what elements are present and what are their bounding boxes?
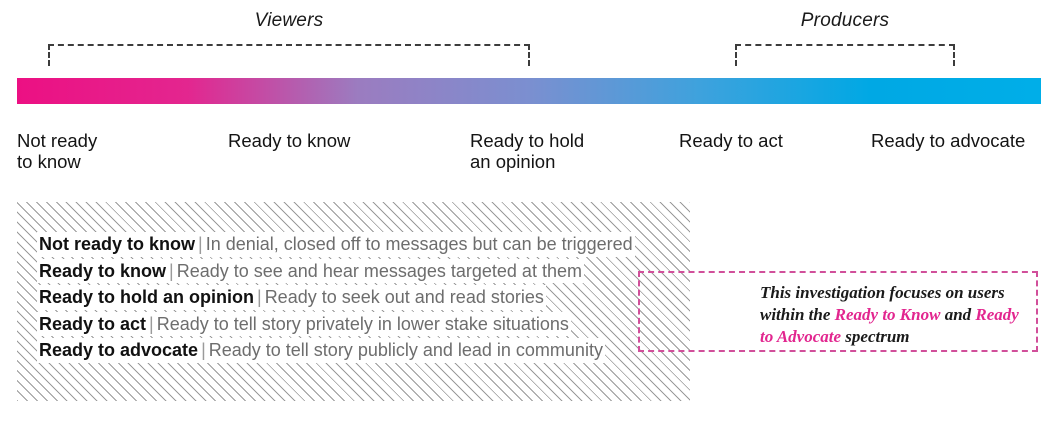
callout-line2-prefix: within the [760,305,835,324]
definition-separator: | [198,234,203,254]
definition-description: In denial, closed off to messages but ca… [205,234,633,254]
callout-text: This investigation focuses on users with… [760,282,1032,348]
definition-description: Ready to tell story publicly and lead in… [208,340,603,360]
scale-label-ready-to-know: Ready to know [228,130,351,151]
definition-term: Ready to know [39,260,167,281]
definition-separator: | [257,287,262,307]
scale-label-ready-to-act: Ready to act [679,130,783,151]
definition-list: Not ready to know|In denial, closed off … [37,232,677,365]
definition-term: Ready to hold an opinion [39,287,254,307]
definition-separator: | [201,340,206,360]
spectrum-gradient-bar [17,78,1041,104]
callout-dashed-border [638,271,1038,352]
callout-line1: This investigation focuses on users [760,283,1005,302]
definition-description: Ready to seek out and read stories [264,287,544,307]
group-label-producers: Producers [800,10,890,31]
callout-highlight-ready-to-advocate: Ready to Advocate [760,305,1019,346]
definition-row: Ready to act|Ready to tell story private… [37,311,677,336]
definition-description: Ready to tell story privately in lower s… [156,313,569,334]
callout-line2-suffix: and [940,305,972,324]
definition-row: Ready to know|Ready to see and hear mess… [37,258,677,283]
bracket-producers [735,44,955,66]
scale-label-not-ready-to-know: Not ready to know [17,130,98,172]
definition-separator: | [169,260,174,281]
scale-label-ready-to-hold-an-opinion: Ready to hold an opinion [470,130,585,172]
definition-term: Ready to act [39,313,147,334]
bracket-viewers [48,44,530,66]
definition-row: Ready to advocate|Ready to tell story pu… [37,338,677,363]
callout-line3-suffix: spectrum [841,327,910,346]
definition-separator: | [149,313,154,334]
definition-term: Ready to advocate [39,340,199,360]
definition-row: Ready to hold an opinion|Ready to seek o… [37,285,677,310]
definition-description: Ready to see and hear messages targeted … [176,260,582,281]
definition-row: Not ready to know|In denial, closed off … [37,232,677,257]
group-label-viewers: Viewers [254,10,324,31]
callout-highlight-ready-to-know: Ready to Know [834,305,941,324]
scale-label-ready-to-advocate: Ready to advocate [871,130,1026,151]
definition-term: Not ready to know [39,234,196,254]
